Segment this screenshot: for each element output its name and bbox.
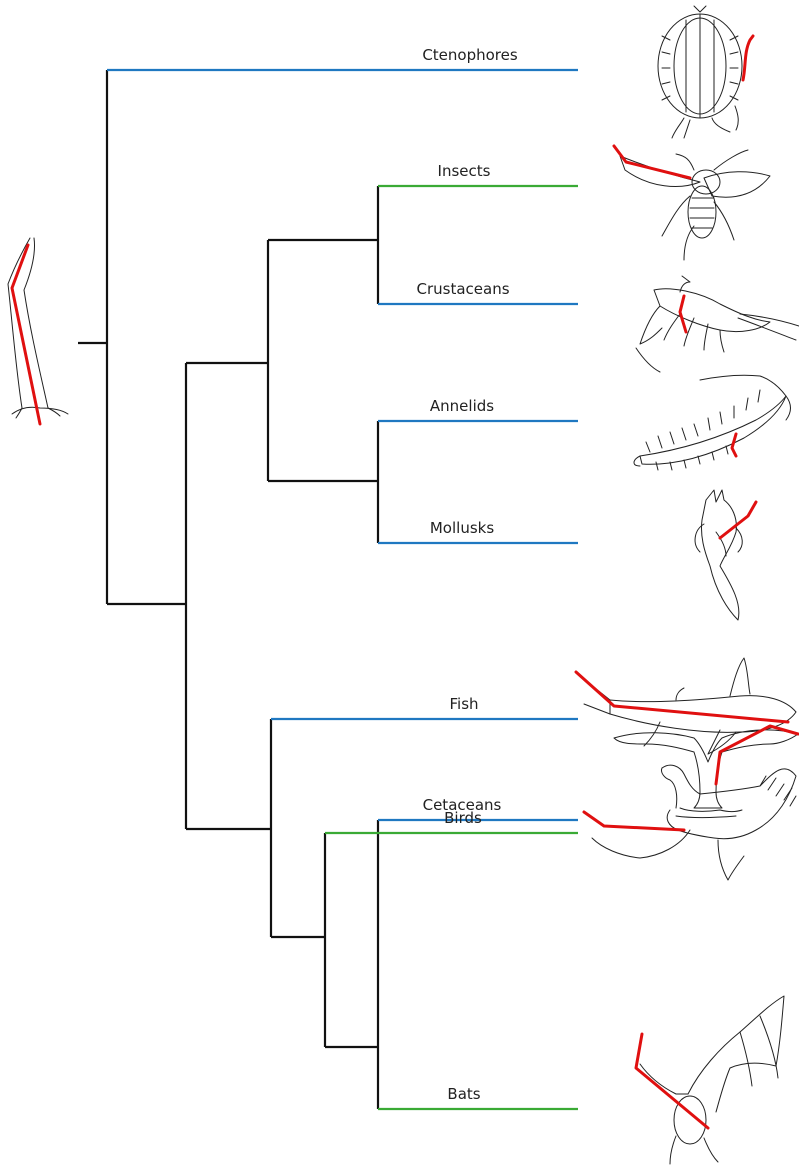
label-ctenophores: Ctenophores [422, 46, 518, 64]
label-fish: Fish [449, 695, 478, 713]
label-annelids: Annelids [430, 397, 494, 415]
label-cetaceans: Cetaceans [423, 796, 502, 814]
clade-labels: Ctenophores Insects Crustaceans Annelids… [416, 46, 517, 1103]
ctenophore-icon [658, 6, 753, 138]
bird-icon [584, 765, 796, 880]
label-insects: Insects [438, 162, 491, 180]
appendage-icon [8, 238, 68, 424]
whale-tail-icon [614, 726, 798, 818]
bat-icon [636, 996, 784, 1164]
shrimp-icon [636, 276, 799, 372]
label-mollusks: Mollusks [430, 519, 494, 537]
leaf-branches [107, 70, 578, 1109]
label-bats: Bats [447, 1085, 480, 1103]
shark-icon [576, 658, 796, 754]
tree-branches [78, 70, 378, 1109]
worm-icon [634, 375, 791, 470]
squid-icon [695, 490, 756, 620]
insect-icon [614, 146, 770, 260]
label-crustaceans: Crustaceans [416, 280, 509, 298]
